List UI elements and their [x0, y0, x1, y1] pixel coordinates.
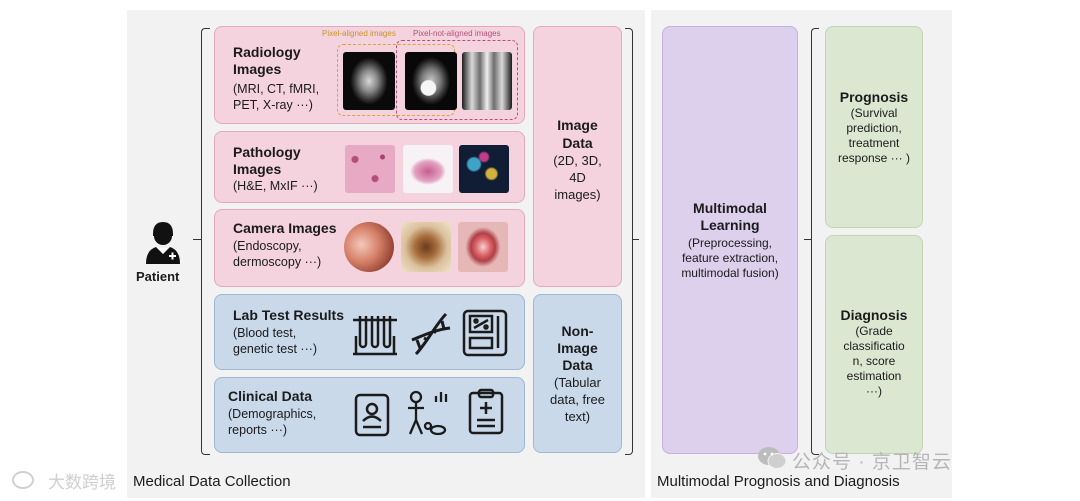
- lab-analyzer-icon: [462, 309, 508, 357]
- test-tubes-icon: [353, 316, 397, 356]
- chest-xray-image: [462, 52, 512, 110]
- mxif-image: [459, 145, 509, 193]
- image-data-box: [533, 26, 622, 287]
- multimodal-learning-label: Multimodal Learning (Preprocessing, feat…: [681, 200, 779, 280]
- pixel-aligned-label: Pixel-aligned images: [322, 29, 396, 38]
- collection-bracket-tip: [632, 239, 639, 240]
- non-image-data-box: [533, 294, 622, 453]
- watermark-logo: [12, 471, 34, 489]
- diagnosis-box: [825, 235, 923, 454]
- camera-title: Camera Images: [233, 220, 337, 236]
- pathology-desc: (H&E, MxIF ···): [233, 179, 318, 193]
- clinical-desc: (Demographics, reports ···): [228, 407, 317, 437]
- prognosis-box: [825, 26, 923, 228]
- pixel-not-aligned-group: [396, 40, 518, 120]
- diagnosis-label: Diagnosis (Grade classificatio n, score …: [840, 307, 908, 398]
- radiology-desc: (MRI, CT, fMRI, PET, X-ray ···): [233, 82, 320, 112]
- mri-scan-image: [343, 52, 395, 110]
- prognosis-label: Prognosis (Survival prediction, treatmen…: [837, 89, 911, 165]
- person-stats-icon: [408, 390, 448, 436]
- clinical-title: Clinical Data: [228, 388, 313, 404]
- dermoscopy-image: [401, 222, 451, 272]
- dna-icon: [411, 312, 451, 356]
- mri-scan-image-2: [405, 52, 457, 110]
- endoscopy-image: [344, 222, 394, 272]
- patient-icon: [146, 222, 180, 264]
- patient-bracket-tip: [193, 239, 201, 240]
- clinical-data-box: [214, 377, 525, 453]
- pixel-not-aligned-label: Pixel-not-aligned images: [413, 29, 501, 38]
- lab-title: Lab Test Results: [233, 307, 344, 323]
- pathology-title: Pathology Images: [233, 144, 301, 177]
- clipboard-report-icon: [468, 388, 504, 435]
- patient-bracket: [201, 28, 210, 455]
- camera-desc: (Endoscopy, dermoscopy ···): [233, 239, 322, 269]
- tissue-slide-image: [403, 145, 453, 193]
- analysis-section-title: Multimodal Prognosis and Diagnosis: [657, 473, 900, 490]
- patient-label: Patient: [136, 269, 180, 284]
- wechat-icon: [758, 447, 787, 469]
- collection-bracket: [625, 28, 633, 455]
- lab-desc: (Blood test, genetic test ···): [233, 326, 318, 356]
- wound-image: [458, 222, 508, 272]
- watermark-brand: 大数跨境: [48, 473, 116, 492]
- radiology-title: Radiology Images: [233, 44, 301, 77]
- non-image-data-label: Non- Image Data (Tabular data, free text…: [550, 323, 605, 424]
- patient-record-icon: [354, 393, 390, 437]
- multimodal-learning-box: [662, 26, 798, 454]
- analysis-bracket: [811, 28, 819, 455]
- analysis-bracket-tip: [804, 239, 811, 240]
- collection-section-title: Medical Data Collection: [133, 473, 291, 490]
- watermark-account: 公众号 · 京卫智云: [792, 452, 952, 473]
- he-stain-image: [345, 145, 395, 193]
- image-data-label: Image Data (2D, 3D, 4D images): [553, 117, 602, 202]
